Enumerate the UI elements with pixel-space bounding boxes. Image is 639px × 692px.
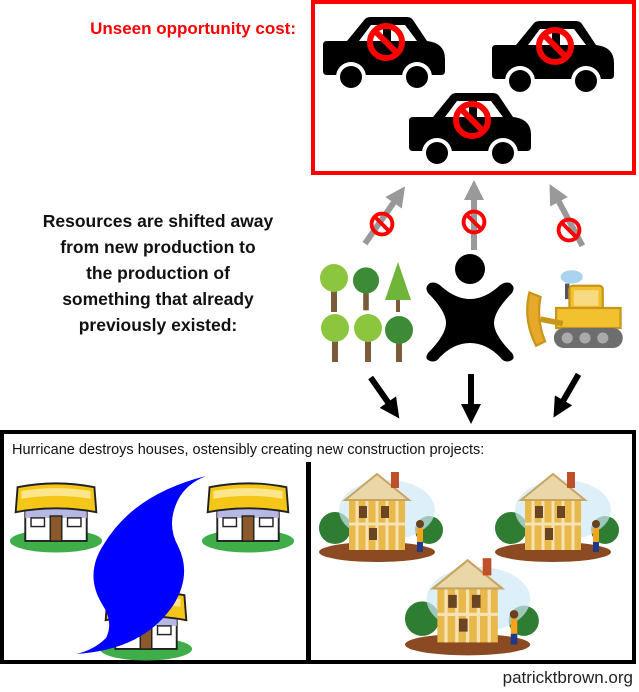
label-line: something that already <box>62 289 254 309</box>
opportunity-cost-label: Unseen opportunity cost: <box>90 19 296 38</box>
bulldozer-icon <box>525 262 625 354</box>
car-icon <box>319 14 449 96</box>
prohibited-icon <box>452 100 492 140</box>
site-credit: patricktbrown.org <box>502 668 633 687</box>
prohibited-icon <box>535 26 575 66</box>
down-arrow-icon <box>461 374 481 424</box>
trees-icon <box>318 262 418 362</box>
prohibited-icon <box>556 217 582 243</box>
car-icon <box>488 18 618 100</box>
label-line: Resources are shifted away <box>42 211 274 231</box>
resources-shift-label: Resources are shifted away from new prod… <box>18 208 298 338</box>
prohibited-icon <box>461 209 487 235</box>
house-construction-icon <box>316 470 448 570</box>
car-icon <box>405 90 535 172</box>
house-construction-icon <box>398 556 548 664</box>
house-construction-icon <box>492 470 624 570</box>
down-arrow-icon <box>544 368 587 423</box>
house-icon <box>200 476 296 556</box>
hurricane-label: Hurricane destroys houses, ostensibly cr… <box>12 442 485 458</box>
prohibited-icon <box>366 22 406 62</box>
down-arrow-icon <box>362 371 408 425</box>
label-line: previously existed: <box>78 315 238 335</box>
label-line: from new production to <box>60 237 256 257</box>
hurricane-icon <box>74 474 208 654</box>
person-icon <box>420 252 520 364</box>
prohibited-icon <box>369 211 395 237</box>
panel-divider <box>306 462 311 664</box>
opportunity-cost-box <box>311 0 636 175</box>
label-line: the production of <box>86 263 230 283</box>
